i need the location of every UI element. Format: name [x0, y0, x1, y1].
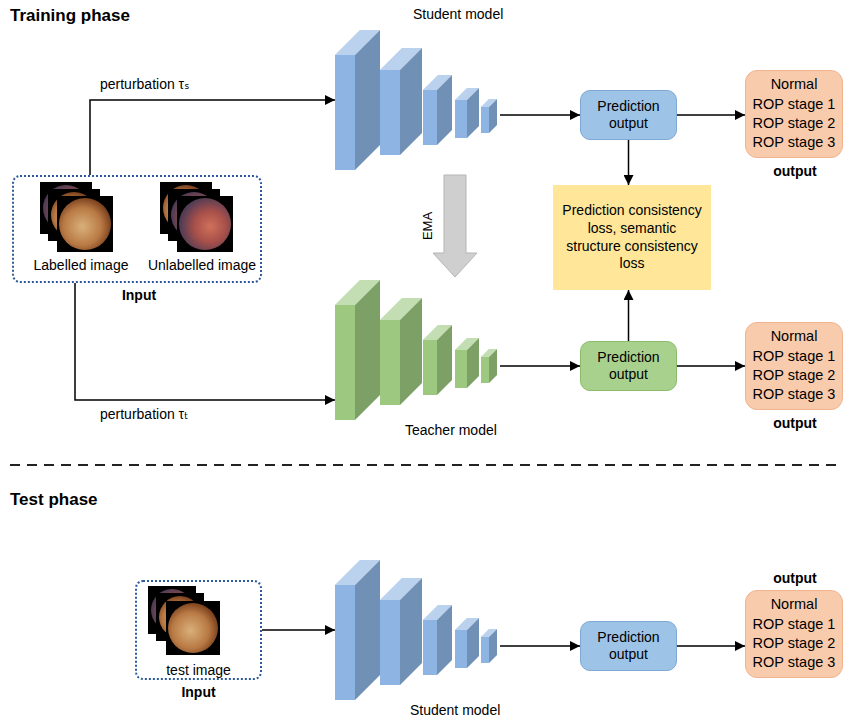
phase-separator	[10, 464, 841, 466]
connector-arrow	[677, 645, 745, 647]
heading-text: Input	[137, 684, 260, 701]
input-group: Labelled imageUnlabelled imageInput	[12, 175, 262, 283]
node-text: Normal	[771, 327, 818, 346]
node-text: ROP stage 1	[753, 95, 836, 114]
fundus-images	[148, 586, 220, 655]
connector-arrow	[75, 283, 335, 400]
cnn-blocks	[335, 280, 497, 420]
teacher-model: Teacher model	[335, 280, 500, 440]
node-text: Normal	[771, 75, 818, 94]
output-box: NormalROP stage 1ROP stage 2ROP stage 3o…	[745, 70, 843, 158]
edge-label: perturbation τₜ	[98, 406, 190, 423]
connector-arrow	[500, 365, 580, 367]
node-text: Student model	[410, 702, 500, 719]
node-text: Prediction consistency loss, semantic st…	[561, 202, 703, 274]
connector-arrow	[500, 645, 580, 647]
node-text: test image	[137, 662, 260, 679]
connector-arrow	[677, 365, 745, 367]
prediction-box: Prediction output	[580, 341, 677, 391]
prediction-box: Prediction output	[580, 90, 677, 140]
node-text: Unlabelled image	[142, 257, 262, 274]
output-box: NormalROP stage 1ROP stage 2ROP stage 3o…	[745, 322, 843, 410]
cnn-blocks	[335, 560, 497, 700]
connector-arrow	[90, 100, 335, 175]
node-text: ROP stage 3	[753, 133, 836, 152]
connector-arrow	[628, 290, 630, 341]
student-model: Student model	[335, 6, 500, 172]
node-text: ROP stage 1	[753, 615, 836, 634]
fundus-images	[40, 182, 233, 252]
output-box: outputNormalROP stage 1ROP stage 2ROP st…	[745, 590, 843, 678]
input-group: test imageInput	[135, 580, 262, 680]
connector-arrow	[628, 140, 630, 185]
node-text: Prediction output	[585, 629, 672, 664]
node-text: Normal	[771, 595, 818, 614]
node-text: ROP stage 2	[753, 366, 836, 385]
edge-label: perturbation τₛ	[98, 76, 191, 93]
phase-heading: Training phase	[10, 6, 130, 26]
loss-box: Prediction consistency loss, semantic st…	[553, 185, 711, 290]
node-text: Prediction output	[585, 349, 672, 384]
connector-arrow	[500, 114, 580, 116]
node-text: ROP stage 1	[753, 347, 836, 366]
heading-text: output	[746, 415, 844, 432]
heading-text: output	[746, 163, 844, 180]
student-model: Student model	[335, 560, 500, 720]
node-text: Teacher model	[405, 422, 497, 439]
heading-text: Input	[14, 287, 264, 304]
node-text: ROP stage 2	[753, 114, 836, 133]
node-text: Prediction output	[585, 98, 672, 133]
cnn-blocks	[335, 30, 497, 170]
edge-label: EMA	[420, 210, 436, 242]
node-text: Labelled image	[16, 257, 146, 274]
node-text: ROP stage 2	[753, 634, 836, 653]
prediction-box: Prediction output	[580, 621, 677, 671]
node-text: ROP stage 3	[753, 385, 836, 404]
node-text: Student model	[413, 6, 503, 23]
connector-arrow	[677, 114, 745, 116]
heading-text: output	[746, 570, 844, 587]
connector-arrow	[262, 629, 335, 631]
ema-arrow	[433, 175, 477, 277]
phase-heading: Test phase	[10, 490, 98, 510]
node-text: ROP stage 3	[753, 653, 836, 672]
